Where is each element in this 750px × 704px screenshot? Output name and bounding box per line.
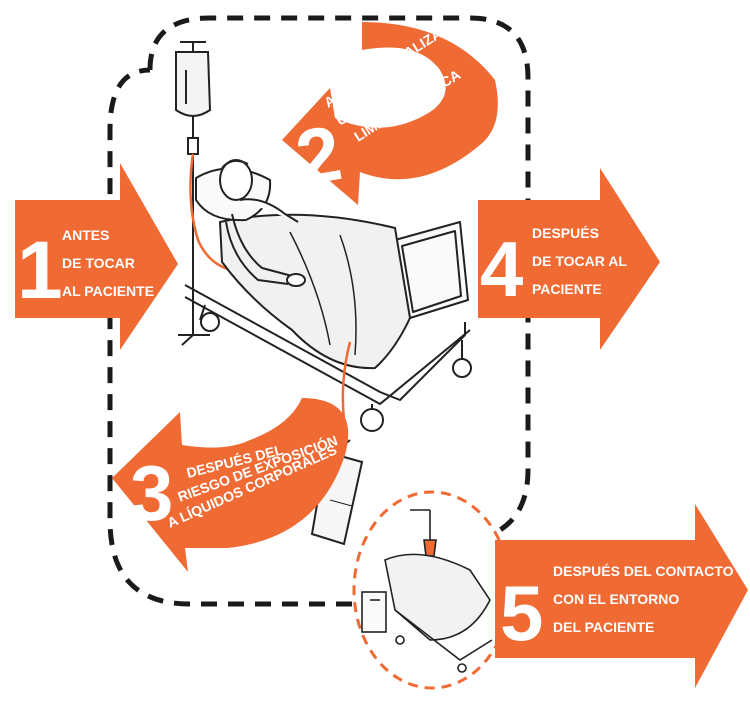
moment-5-label-line-2: CON EL ENTORNO bbox=[553, 591, 679, 607]
moment-3-number: 3 bbox=[130, 449, 173, 537]
moment-5-number: 5 bbox=[500, 569, 543, 657]
moment-4-label-line-2: DE TOCAR AL bbox=[532, 253, 627, 269]
hospital-bed-illustration bbox=[185, 160, 471, 431]
moment-5-label-line-3: DEL PACIENTE bbox=[553, 619, 654, 635]
moment-4-label-line-1: DESPUÉS bbox=[532, 225, 599, 241]
moment-1-number: 1 bbox=[17, 225, 63, 316]
patient-surroundings-inset bbox=[354, 492, 510, 688]
moment-1-label-line-2: DE TOCAR bbox=[62, 255, 135, 271]
moment-5-label-line-1: DESPUÉS DEL CONTACTO bbox=[553, 563, 734, 579]
moment-1-label-line-1: ANTES bbox=[62, 227, 109, 243]
moment-1-label-line-3: AL PACIENTE bbox=[62, 283, 154, 299]
moment-4-number: 4 bbox=[480, 225, 523, 313]
moment-4-label-line-3: PACIENTE bbox=[532, 281, 602, 297]
